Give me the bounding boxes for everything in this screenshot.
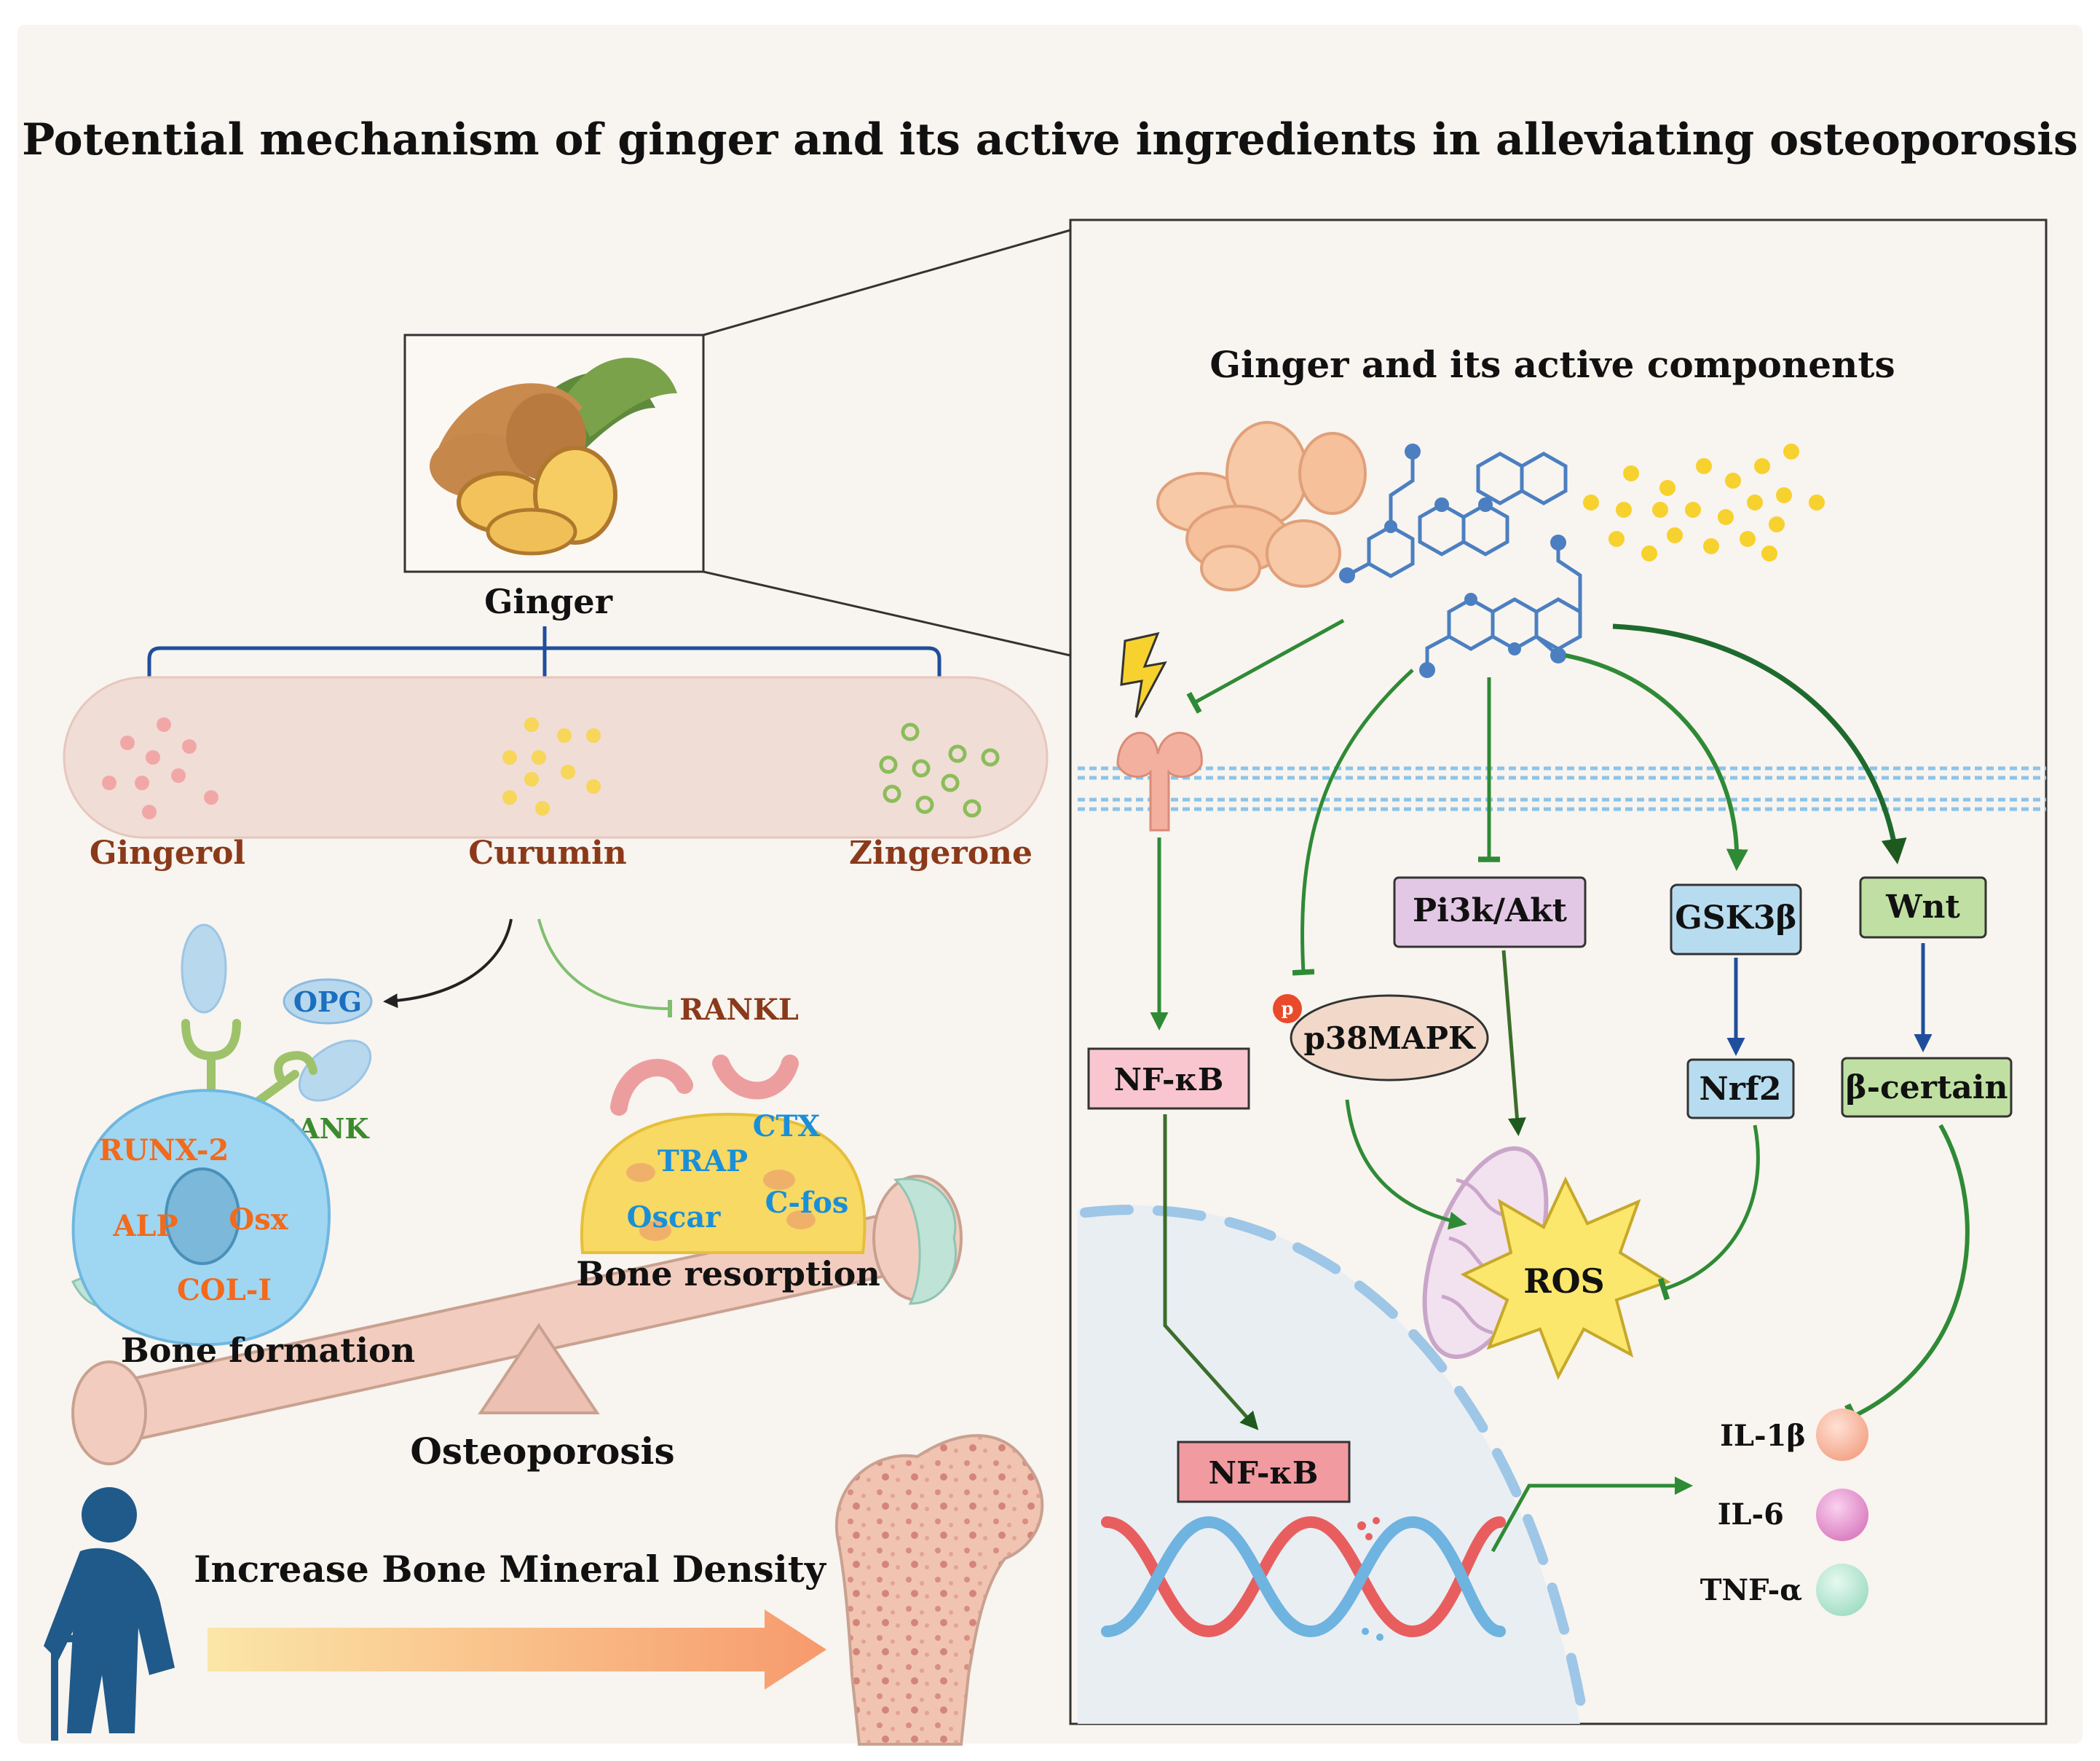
osteoporosis-label: Osteoporosis	[410, 1430, 674, 1473]
ginger-root-image	[1156, 421, 1367, 591]
wnt-label: Wnt	[1885, 889, 1960, 926]
transcription-arrow	[1491, 1476, 1693, 1553]
molecule-atoms	[1339, 444, 1566, 678]
cytokine-il1b-ball	[1816, 1409, 1868, 1461]
yellow-particles	[1583, 444, 1825, 562]
cytokine-il6-ball	[1816, 1489, 1868, 1541]
rankl-label: RANKL	[679, 993, 799, 1027]
marker-ctx: CTX	[753, 1109, 821, 1143]
gsk-box	[1670, 883, 1802, 956]
pi3k-box	[1393, 876, 1587, 948]
receptor-ligand-top	[181, 923, 227, 1014]
nfkb-nucleus-box	[1177, 1441, 1351, 1503]
femur-bone-image	[834, 1434, 1044, 1746]
zingerone-dots	[879, 722, 1000, 818]
components-title: Ginger and its active components	[1209, 343, 1895, 386]
dna-helix	[1101, 1516, 1506, 1638]
p38-label: p38MAPK	[1304, 1020, 1476, 1056]
pi3k-label: Pi3k/Akt	[1413, 892, 1568, 929]
nrf2-box	[1686, 1058, 1795, 1119]
bcat-label: β-certain	[1846, 1069, 2008, 1106]
zoom-line-top	[703, 229, 1071, 336]
ros-label: ROS	[1523, 1261, 1605, 1301]
lightning-icon	[1120, 631, 1167, 718]
nfkb-translocation-arrow	[1163, 1114, 1259, 1430]
fulcrum	[478, 1323, 600, 1414]
marker-cfos: C-fos	[765, 1186, 849, 1220]
cytokine-tnfa-label: TNF-α	[1700, 1573, 1802, 1607]
ingredient-zingerone: Zingerone	[849, 835, 1033, 872]
p38-ellipse	[1290, 994, 1489, 1082]
ingredient-gingerol: Gingerol	[90, 835, 245, 872]
phospho-badge-label: p	[1282, 998, 1294, 1019]
phospho-badge	[1273, 994, 1302, 1023]
nuclear-envelope	[1080, 1205, 1589, 1724]
marker-trap: TRAP	[658, 1144, 748, 1178]
gsk-label: GSK3β	[1675, 899, 1796, 937]
bmd-arrow	[208, 1610, 826, 1690]
bone-resorption-label: Bone resorption	[576, 1254, 880, 1293]
nrf2-inhibit-ros-curve	[1657, 1124, 1760, 1301]
curumin-dots	[502, 717, 601, 816]
ginger-label: Ginger	[484, 582, 613, 621]
activate-gsk-curve	[1565, 653, 1748, 871]
cytokine-il6-label: IL-6	[1718, 1497, 1784, 1532]
ros-star	[1460, 1176, 1671, 1380]
opg-label: OPG	[293, 985, 362, 1018]
marker-col1: COL-I	[177, 1273, 272, 1307]
dna-fragments	[1357, 1517, 1383, 1641]
bcat-box	[1841, 1057, 2013, 1118]
ingredient-curumin: Curumin	[468, 835, 626, 872]
gingerol-dots	[102, 717, 218, 819]
activate-wnt-curve	[1612, 623, 1907, 864]
ingredient-capsule	[63, 676, 1049, 839]
osteoblast-cell	[71, 1089, 331, 1347]
nfkb-cytoplasm-box	[1087, 1047, 1250, 1110]
inhibit-p38-curve	[1292, 669, 1414, 976]
marker-oscar: Oscar	[627, 1200, 722, 1234]
elderly-person-icon	[44, 1487, 175, 1741]
seesaw-bone	[71, 1175, 963, 1465]
p38-to-ros-arrow	[1345, 1099, 1467, 1230]
cytokine-tnfa-ball	[1816, 1564, 1868, 1616]
opg-ellipse	[283, 978, 373, 1025]
zoom-line-bottom	[703, 570, 1071, 657]
cytokine-il1b-label: IL-1β	[1720, 1419, 1806, 1453]
inhibit-receptor-line	[1186, 618, 1345, 714]
nfkb-cytoplasm-label: NF-κB	[1114, 1062, 1224, 1098]
wnt-box	[1859, 876, 1987, 939]
osteoclast-cell	[580, 1055, 867, 1254]
marker-runx2: RUNX-2	[99, 1133, 229, 1167]
page-title: Potential mechanism of ginger and its ac…	[22, 114, 2078, 165]
nrf2-label: Nrf2	[1700, 1071, 1782, 1108]
curumin-to-opg-arrow	[383, 918, 513, 1009]
pi3k-to-ros-arrow	[1501, 950, 1526, 1136]
bcat-inhibit-cytokines-curve	[1844, 1124, 1970, 1430]
bmd-label: Increase Bone Mineral Density	[194, 1548, 827, 1591]
ginger-image	[403, 334, 705, 573]
curumin-inhibit-rankl	[537, 918, 673, 1018]
nfkb-nucleus-label: NF-κB	[1209, 1455, 1319, 1491]
marker-alp: ALP	[112, 1209, 178, 1243]
membrane-receptor	[1116, 731, 1203, 832]
receptor-ligand-right	[298, 1039, 372, 1102]
bone-formation-label: Bone formation	[121, 1331, 415, 1370]
marker-osx: Osx	[229, 1202, 288, 1237]
